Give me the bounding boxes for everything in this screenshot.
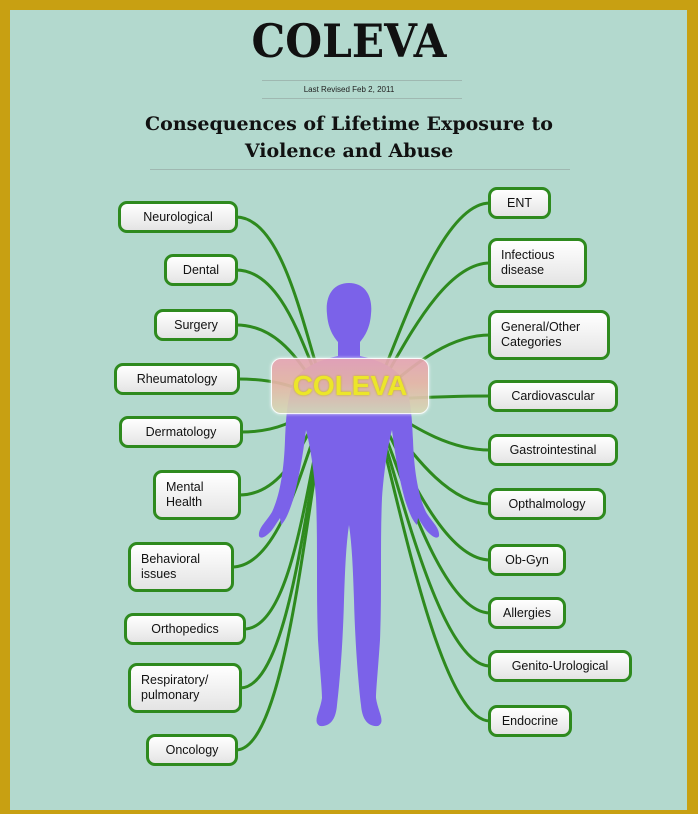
human-body-figure (259, 283, 439, 726)
category-orthopedics: Orthopedics (124, 613, 246, 645)
category-genito-urological: Genito-Urological (488, 650, 632, 682)
category-cardiovascular: Cardiovascular (488, 380, 618, 412)
category-respiratory-pulmonary: Respiratory/ pulmonary (128, 663, 242, 713)
category-behavioral-issues: Behavioral issues (128, 542, 234, 592)
category-ob-gyn: Ob-Gyn (488, 544, 566, 576)
category-dental: Dental (164, 254, 238, 286)
category-oncology: Oncology (146, 734, 238, 766)
category-rheumatology: Rheumatology (114, 363, 240, 395)
category-mental-health: Mental Health (153, 470, 241, 520)
category-endocrine: Endocrine (488, 705, 572, 737)
category-opthalmology: Opthalmology (488, 488, 606, 520)
category-gastrointestinal: Gastrointestinal (488, 434, 618, 466)
coleva-hub: COLEVA (271, 358, 429, 414)
category-dermatology: Dermatology (119, 416, 243, 448)
category-surgery: Surgery (154, 309, 238, 341)
category-neurological: Neurological (118, 201, 238, 233)
category-ent: ENT (488, 187, 551, 219)
category-allergies: Allergies (488, 597, 566, 629)
category-infectious-disease: Infectious disease (488, 238, 587, 288)
category-general-other-categories: General/Other Categories (488, 310, 610, 360)
